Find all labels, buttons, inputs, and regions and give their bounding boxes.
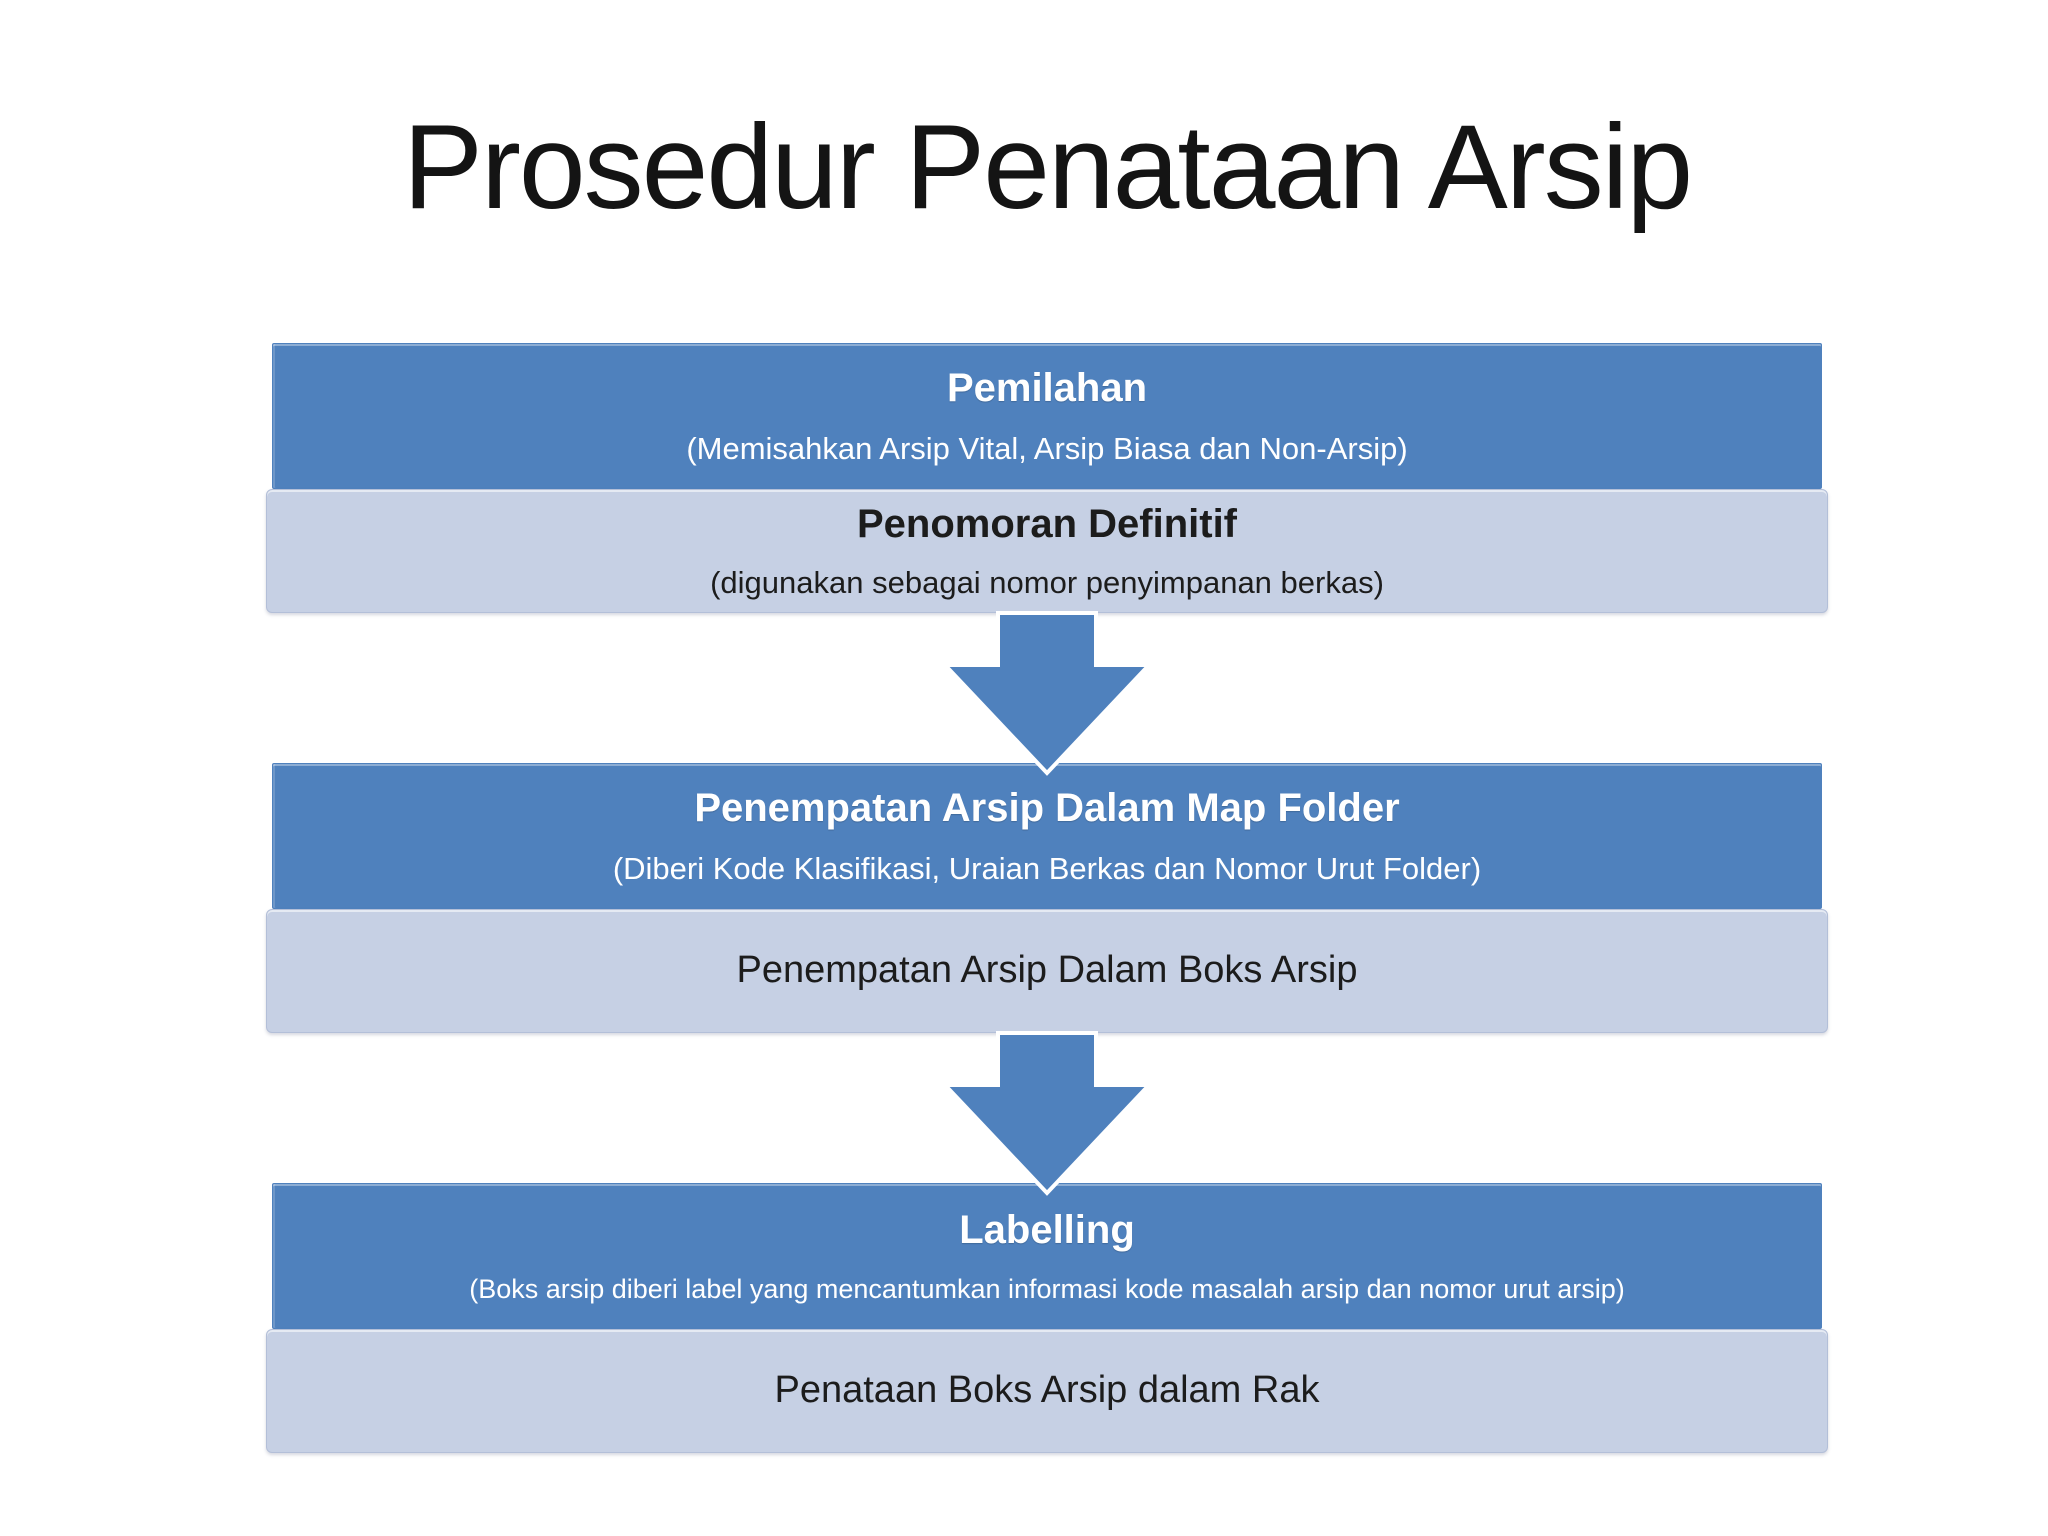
down-arrow-icon [266,1031,1828,1196]
block-penomoran-definitif: Penomoran Definitif (digunakan sebagai n… [266,489,1828,613]
block-penomoran-definitif-heading: Penomoran Definitif [856,501,1238,546]
block-labelling: Labelling (Boks arsip diberi label yang … [272,1183,1822,1329]
block-penempatan-map-folder: Penempatan Arsip Dalam Map Folder (Diber… [272,763,1822,909]
block-pemilahan: Pemilahan (Memisahkan Arsip Vital, Arsip… [272,343,1822,489]
step-group-2: Penempatan Arsip Dalam Map Folder (Diber… [266,763,1828,1033]
down-arrow-icon [266,611,1828,776]
block-penempatan-boks-arsip-text: Penempatan Arsip Dalam Boks Arsip [736,949,1358,992]
block-labelling-heading: Labelling [959,1207,1135,1252]
step-group-1: Pemilahan (Memisahkan Arsip Vital, Arsip… [266,343,1828,613]
procedure-flow-diagram: Pemilahan (Memisahkan Arsip Vital, Arsip… [266,343,1828,1453]
block-pemilahan-heading: Pemilahan [946,365,1148,410]
block-penempatan-boks-arsip: Penempatan Arsip Dalam Boks Arsip [266,909,1828,1033]
page-title: Prosedur Penataan Arsip [402,100,1693,234]
block-penomoran-definitif-subtitle: (digunakan sebagai nomor penyimpanan ber… [710,564,1384,600]
block-penataan-rak: Penataan Boks Arsip dalam Rak [266,1329,1828,1453]
block-penataan-rak-text: Penataan Boks Arsip dalam Rak [774,1369,1320,1412]
step-group-3: Labelling (Boks arsip diberi label yang … [266,1183,1828,1453]
block-penempatan-map-folder-subtitle: (Diberi Kode Klasifikasi, Uraian Berkas … [612,850,1482,886]
block-labelling-subtitle: (Boks arsip diberi label yang mencantumk… [469,1273,1625,1304]
block-penempatan-map-folder-heading: Penempatan Arsip Dalam Map Folder [694,785,1400,830]
block-pemilahan-subtitle: (Memisahkan Arsip Vital, Arsip Biasa dan… [686,430,1408,466]
